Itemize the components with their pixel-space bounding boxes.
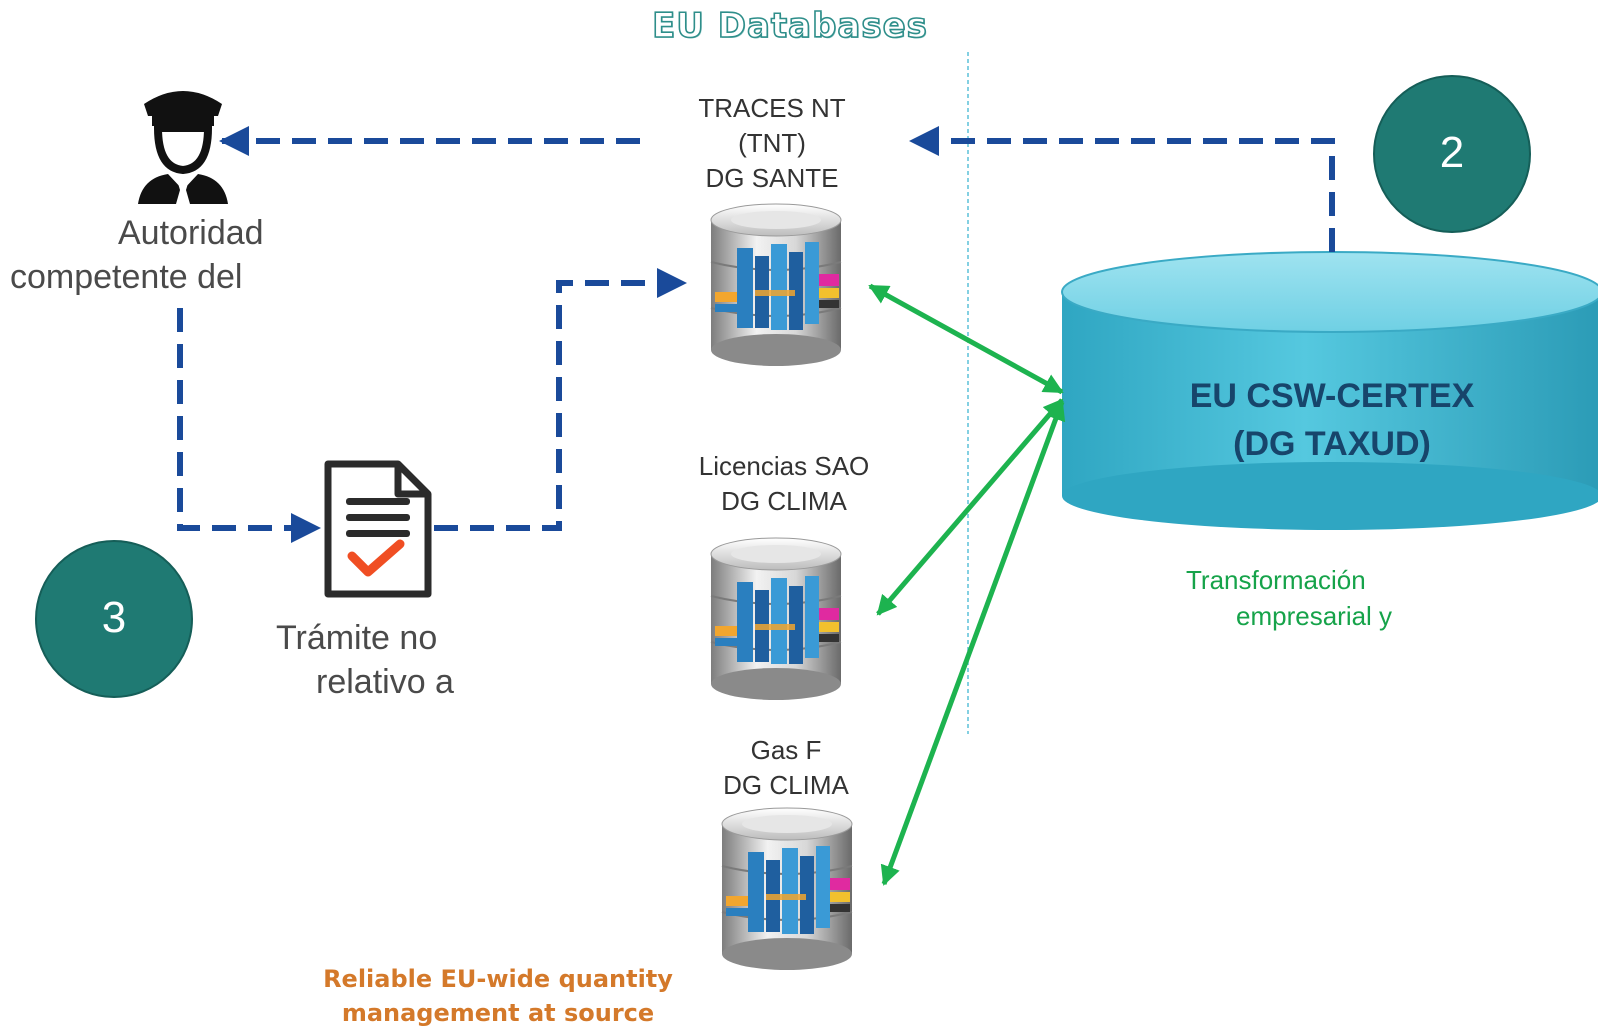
- authority-label-line1: Autoridad: [118, 214, 264, 252]
- badge-2: [1373, 75, 1531, 233]
- arrow-document-to-traces: [434, 268, 687, 531]
- arrow-gasf-certex: [880, 400, 1066, 886]
- badge-2-number: 2: [1439, 128, 1465, 177]
- page-title: EU Databases: [651, 5, 928, 47]
- gasf-label-line2: DG CLIMA: [723, 770, 849, 800]
- gasf-database-icon: [721, 807, 853, 971]
- traces-label: TRACES NT (TNT) DG SANTE: [652, 91, 892, 196]
- document-label-line2: relativo a: [316, 663, 454, 701]
- badge-3: [35, 540, 193, 698]
- customs-officer-icon: [138, 91, 228, 204]
- certex-label-line1: EU CSW-CERTEX: [1189, 377, 1475, 415]
- traces-label-line3: DG SANTE: [705, 163, 839, 193]
- sao-database-icon: [710, 537, 842, 701]
- traces-label-line2: (TNT): [738, 128, 806, 158]
- sao-label-line1: Licencias SAO: [698, 451, 870, 481]
- certex-label: EU CSW-CERTEX (DG TAXUD): [1112, 372, 1552, 468]
- traces-label-line1: TRACES NT: [698, 93, 846, 123]
- sao-label-line2: DG CLIMA: [721, 486, 847, 516]
- document-check-icon: [324, 460, 432, 598]
- green-note-line2: empresarial y: [1236, 601, 1393, 631]
- arrow-authority-to-document: [177, 308, 321, 543]
- bottom-note-line2: management at source: [341, 999, 655, 1027]
- certex-label-line2: (DG TAXUD): [1233, 425, 1431, 463]
- traces-database-icon: [710, 203, 842, 367]
- badge-3-number: 3: [101, 593, 127, 642]
- authority-label-line2: competente del: [10, 258, 243, 296]
- arrow-traces-certex: [868, 283, 1064, 395]
- bottom-note-line1: Reliable EU-wide quantity: [323, 965, 673, 993]
- green-note-line1: Transformación: [1186, 565, 1366, 595]
- document-label-line1: Trámite no: [276, 619, 438, 657]
- gasf-label-line1: Gas F: [750, 735, 822, 765]
- certex-cylinder: [1061, 251, 1598, 530]
- gasf-label: Gas F DG CLIMA: [680, 733, 892, 803]
- sao-label: Licencias SAO DG CLIMA: [652, 449, 916, 519]
- arrow-certex-to-traces: [909, 126, 1335, 252]
- bottom-note: Reliable EU-wide quantity management at …: [288, 962, 708, 1030]
